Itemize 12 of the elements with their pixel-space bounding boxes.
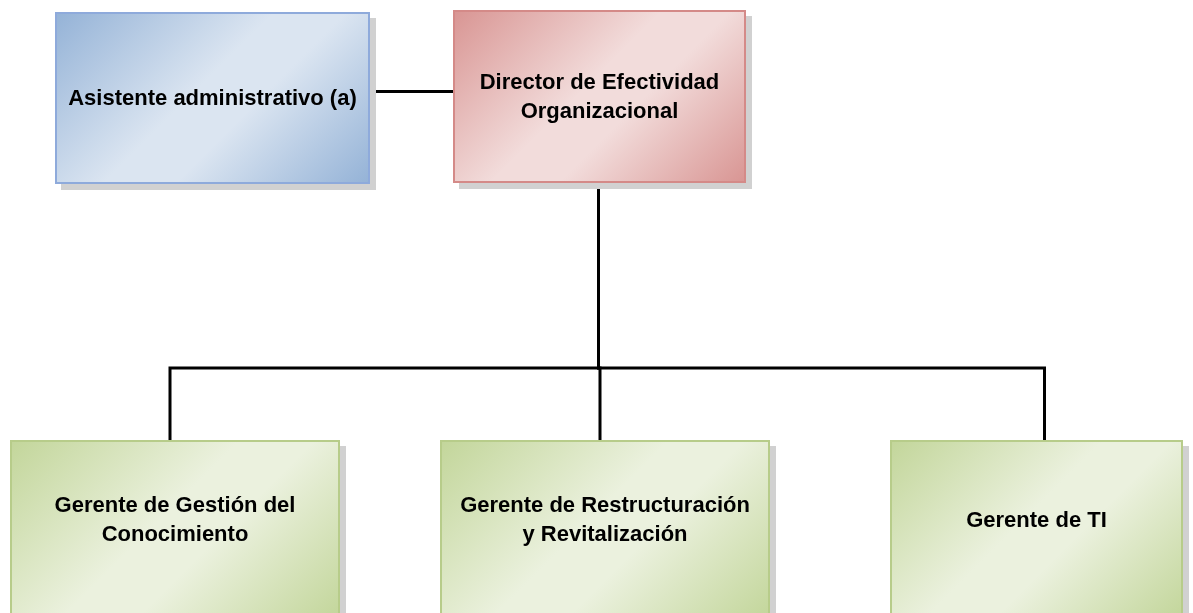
- org-box: [453, 10, 746, 183]
- org-box: [10, 440, 340, 613]
- role-title: Director de Efectividad Organizacional: [478, 67, 721, 125]
- role-title: Gerente de Restructuración y Revitalización: [459, 491, 751, 548]
- role-title: Gerente de Gestión del Conocimiento: [53, 491, 297, 548]
- role-title: Gerente de TI: [966, 505, 1107, 534]
- org-box: [55, 12, 370, 184]
- connector-line: [597, 189, 1046, 440]
- connector-line: [376, 90, 453, 93]
- org-box: [890, 440, 1183, 613]
- role-title: Asistente administrativo (a): [68, 83, 357, 112]
- org-box: [440, 440, 770, 613]
